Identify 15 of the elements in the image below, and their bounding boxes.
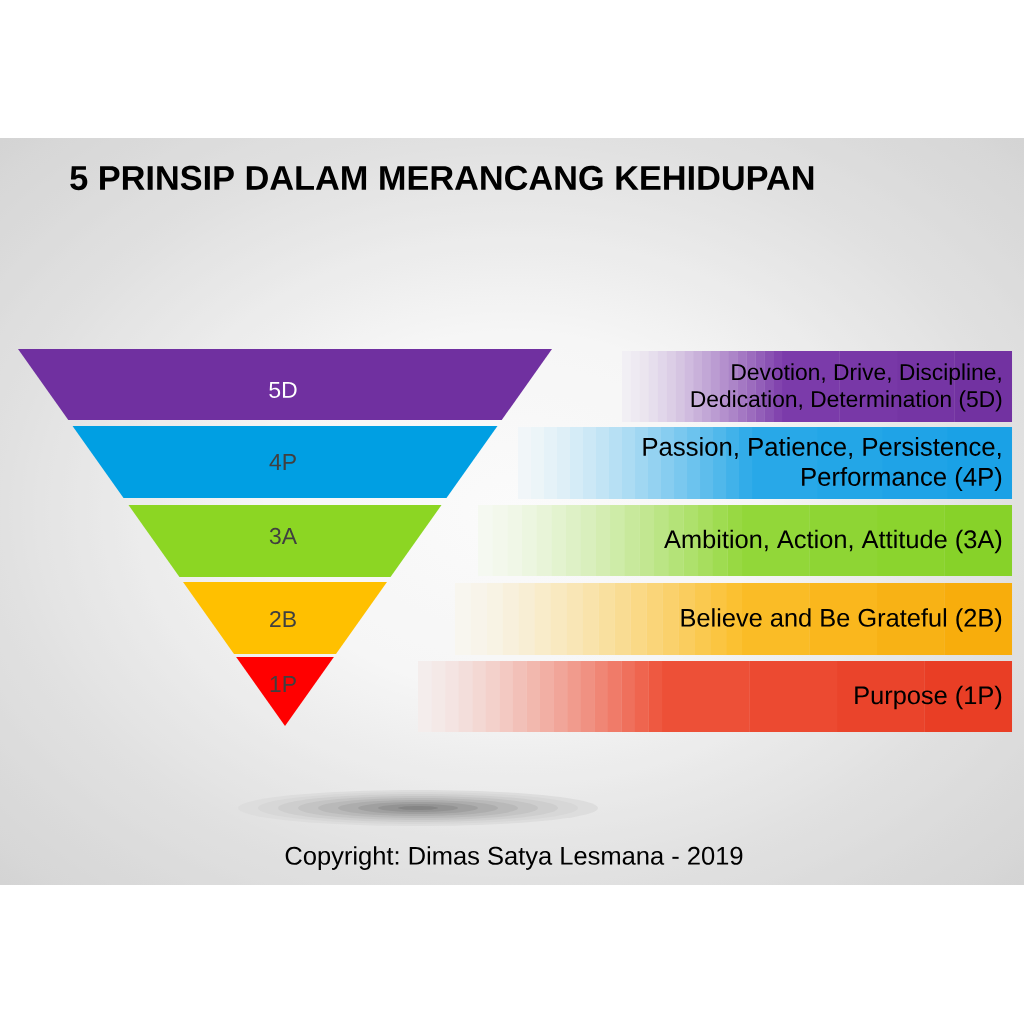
funnel-layer: 4P — [72, 426, 498, 498]
node-label: Passion, Patience, Persistence, — [643, 437, 1001, 459]
banner: Ambition, Action, Attitude (3A) — [478, 505, 1012, 576]
funnel-layer: 1P — [236, 657, 334, 726]
node-label: Purpose (1P) — [855, 685, 1002, 710]
title: 5 PRINSIP DALAM MERANCANG KEHIDUPAN — [70, 165, 814, 191]
banner: Devotion, Drive, Discipline, Dedication, Determination (5D) — [622, 351, 1012, 422]
banner: Passion, Patience, Persistence, Performance (4P) — [518, 427, 1012, 499]
funnel-layer: 2B — [183, 582, 387, 654]
funnel-layer: 3A — [128, 505, 442, 577]
banner: Purpose (1P) — [418, 661, 1012, 732]
copyright-note: Copyright: Dimas Satya Lesmana - 2019 — [285, 846, 743, 870]
node-label: Dedication, Determination (5D) — [691, 390, 1002, 412]
node-label: Performance (4P) — [802, 467, 1002, 491]
banner: Believe and Be Grateful (2B) — [455, 583, 1012, 655]
